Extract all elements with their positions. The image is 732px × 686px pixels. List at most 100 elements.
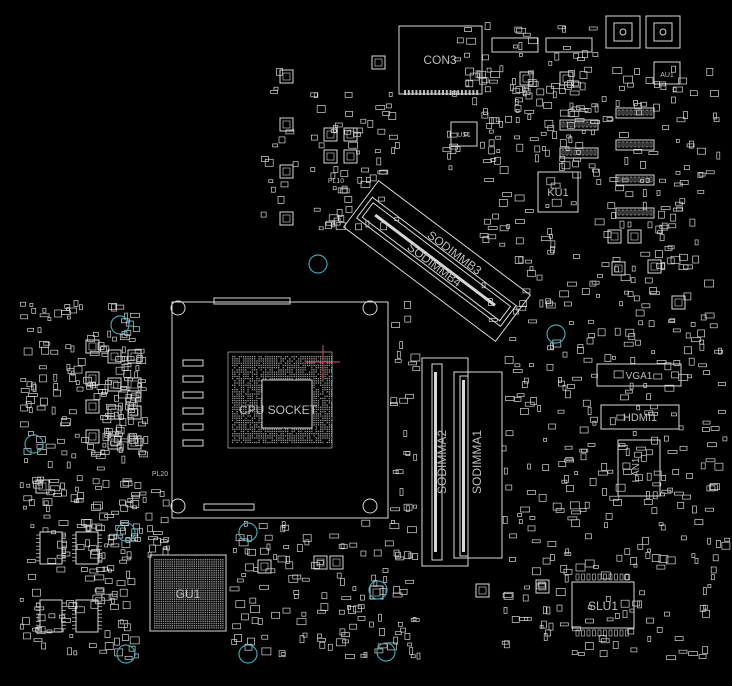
passive-part	[593, 168, 600, 177]
cpu-pin	[240, 422, 243, 424]
cpu-pin	[313, 356, 315, 358]
gu1-ball	[198, 622, 200, 625]
cpu-pin	[251, 406, 254, 408]
cpu-pin	[302, 378, 304, 380]
passive-part	[390, 507, 400, 512]
gu1-ball	[193, 627, 195, 629]
passive-part	[126, 570, 130, 579]
us1-outline[interactable]	[450, 121, 478, 147]
gu1-ball	[206, 616, 209, 618]
sodimm-a1-outline[interactable]	[453, 371, 503, 559]
sodimm-a1-key	[462, 380, 465, 552]
passive-part	[28, 393, 38, 397]
con3-outline[interactable]	[398, 25, 483, 95]
cpu-pin	[247, 356, 249, 358]
gu1-ball	[162, 576, 165, 578]
cpu-pin	[311, 375, 313, 378]
gu1-ball	[200, 581, 202, 583]
cpu-pin	[238, 426, 240, 428]
cpu-pin	[245, 402, 247, 404]
cpu-pin	[258, 411, 260, 413]
cpu-pin	[243, 413, 245, 415]
lan-connector[interactable]	[617, 439, 661, 497]
gu1-ball	[195, 605, 198, 607]
gu1-ball	[176, 587, 178, 589]
jack-1[interactable]	[605, 15, 641, 49]
gu1-ball	[184, 581, 187, 583]
cpu-pin	[236, 389, 238, 391]
slu1-outline[interactable]	[571, 581, 635, 629]
passive-part	[382, 568, 389, 573]
jack-2[interactable]	[645, 15, 681, 49]
passive-part	[666, 655, 676, 661]
passive-part	[25, 401, 32, 408]
cpu-pin	[271, 367, 273, 369]
gu1-ball	[180, 585, 182, 587]
passive-part	[373, 549, 382, 557]
cpu-pin	[238, 378, 240, 380]
passive-part	[543, 437, 547, 442]
gu1-ball	[184, 565, 187, 567]
au1-outline[interactable]	[653, 61, 681, 85]
cpu-pin	[315, 413, 317, 415]
gu1-ball	[182, 614, 184, 616]
passive-part	[374, 648, 384, 654]
sodimm-b-slots[interactable]	[342, 179, 532, 343]
gu1-ball	[165, 589, 167, 592]
passive-part	[253, 567, 259, 572]
gu1-outline[interactable]	[149, 554, 227, 632]
ku1-outline[interactable]	[537, 171, 579, 213]
cpu-pin	[234, 402, 236, 404]
passive-part	[512, 369, 523, 373]
gu1-ball	[187, 614, 189, 616]
hdmi-connector[interactable]	[600, 404, 680, 430]
pl10-label: PL10	[328, 178, 344, 185]
passive-part	[302, 632, 308, 638]
gu1-ball	[182, 600, 184, 603]
gu1-ball	[176, 605, 178, 607]
passive-part	[630, 357, 636, 364]
gu1-ball	[200, 585, 202, 587]
vga-connector[interactable]	[596, 363, 682, 387]
passive-part	[30, 524, 35, 529]
passive-part	[578, 652, 585, 656]
passive-part	[412, 366, 421, 372]
sodimm-a2-outline[interactable]	[421, 357, 469, 567]
passive-part	[538, 493, 547, 502]
cpu-pin	[331, 408, 333, 411]
gu1-ball	[215, 585, 217, 587]
cpu-pin	[276, 430, 278, 433]
gu1-ball	[154, 578, 156, 581]
passive-part	[567, 281, 577, 287]
usb-header-1[interactable]	[491, 37, 539, 53]
cpu-pin	[271, 360, 273, 362]
gu1-ball	[169, 607, 171, 609]
gu1-ball	[198, 600, 200, 603]
passive-part	[622, 462, 631, 470]
cpu-socket-outline[interactable]	[171, 301, 389, 519]
cpu-pin	[326, 428, 328, 430]
cpu-pin	[245, 393, 247, 395]
cpu-pin	[271, 430, 273, 433]
cpu-pin	[267, 375, 269, 378]
passive-part	[555, 588, 566, 596]
passive-part	[229, 586, 240, 592]
passive-part	[57, 438, 65, 444]
gu1-ball	[160, 614, 162, 616]
usb-header-2[interactable]	[545, 37, 593, 53]
passive-part	[31, 382, 36, 391]
gu1-ball	[195, 603, 198, 605]
gu1-ball	[156, 559, 158, 561]
gu1-ball	[160, 609, 162, 611]
passive-part	[721, 541, 731, 550]
passive-part	[479, 77, 487, 85]
cpu-pin	[256, 364, 258, 367]
gu1-ball-field	[154, 559, 224, 629]
gu1-ball	[204, 561, 206, 563]
cpu-pin	[256, 415, 258, 417]
gu1-ball	[200, 622, 202, 625]
passive-part	[66, 461, 71, 469]
gu1-ball	[176, 596, 178, 598]
cpu-pin	[313, 380, 315, 382]
